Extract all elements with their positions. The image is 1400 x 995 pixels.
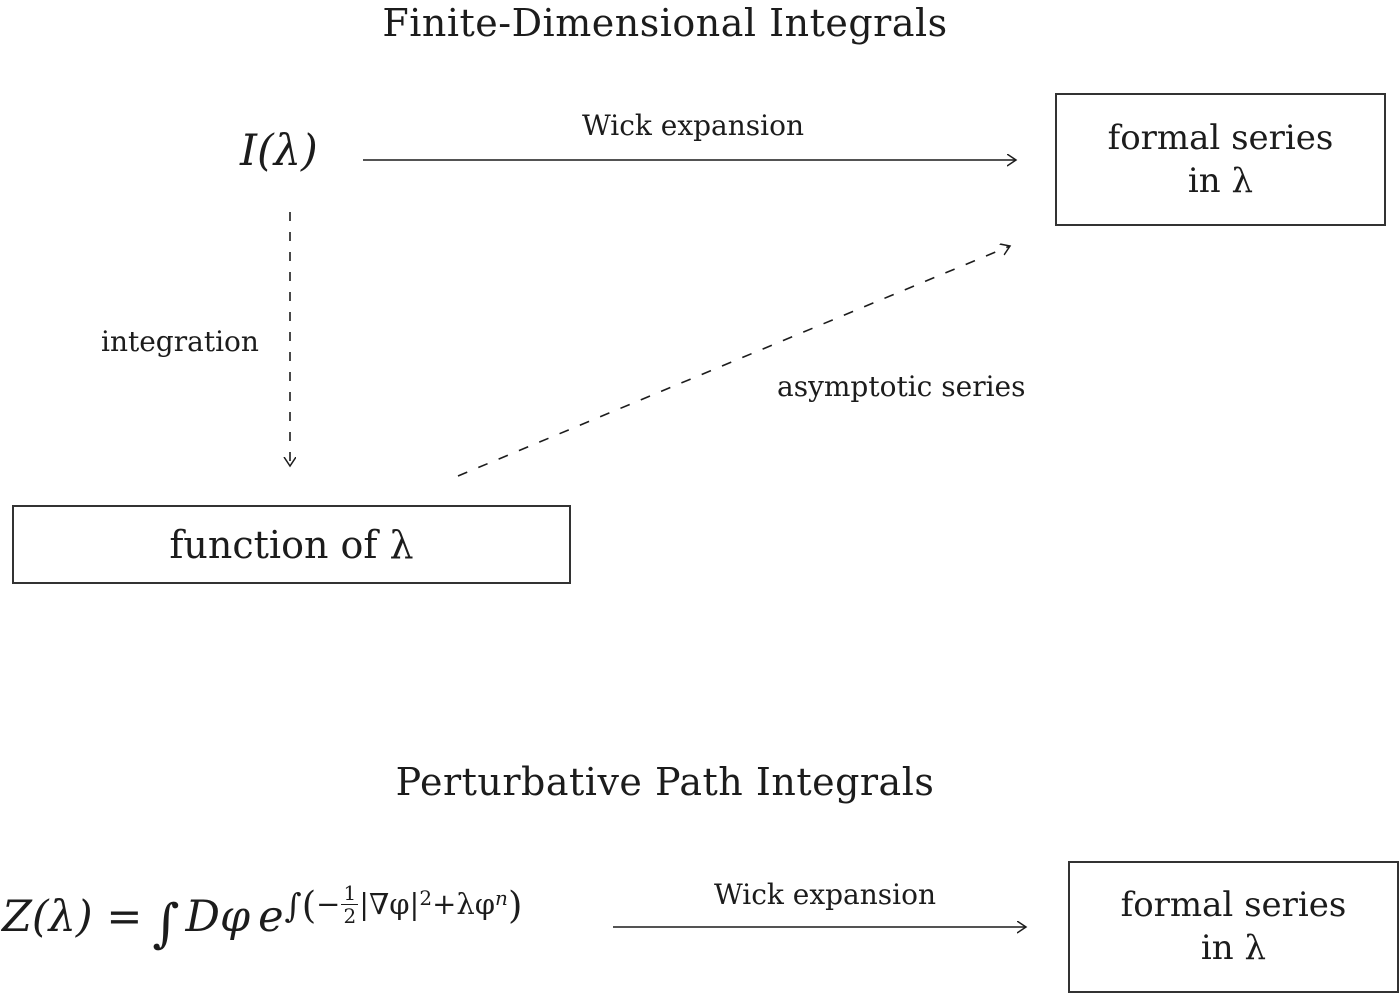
exponent-power-n: n [495,886,508,910]
integration-label: integration [101,325,259,358]
formal-series-box-bottom: formal series in λ [1068,861,1399,993]
exponent-interaction-term: +λφ [432,887,496,921]
function-of-lambda-box: function of λ [12,505,571,584]
exponent-integral-sign: ∫ [284,886,302,925]
formal-series-box-top-line1: formal series [1107,117,1334,158]
top-section-title: Finite-Dimensional Integrals [382,1,948,45]
asymptotic-series-label: asymptotic series [777,370,1026,403]
formal-series-box-top: formal series in λ [1055,93,1386,226]
bottom-section-title: Perturbative Path Integrals [395,760,935,804]
formal-series-box-top-line2: in λ [1187,160,1254,201]
formula-exp-base: e [258,892,284,942]
integral-I-lambda-label: I(λ) [240,126,318,176]
exponent-minus: − [316,887,341,921]
formal-series-box-bottom-line1: formal series [1120,885,1347,925]
wick-expansion-label-bottom: Wick expansion [713,878,937,911]
formula-measure: Dφ [185,892,251,942]
asymptotic-series-arrow [457,246,1010,477]
integral-sign: ∫ [152,894,180,954]
exponent-gradient-term: |∇φ| [359,887,420,921]
exponent-square: 2 [419,886,433,910]
fraction-denominator: 2 [343,904,357,928]
fraction-numerator: 1 [341,881,359,905]
exponent-open-paren: ( [301,884,317,927]
wick-expansion-label-top: Wick expansion [581,109,805,142]
formal-series-box-bottom-line2: in λ [1200,928,1267,968]
formula-lhs: Z(λ) = [2,892,143,942]
function-of-lambda-label: function of λ [169,522,414,567]
exponent-close-paren: ) [507,884,523,927]
